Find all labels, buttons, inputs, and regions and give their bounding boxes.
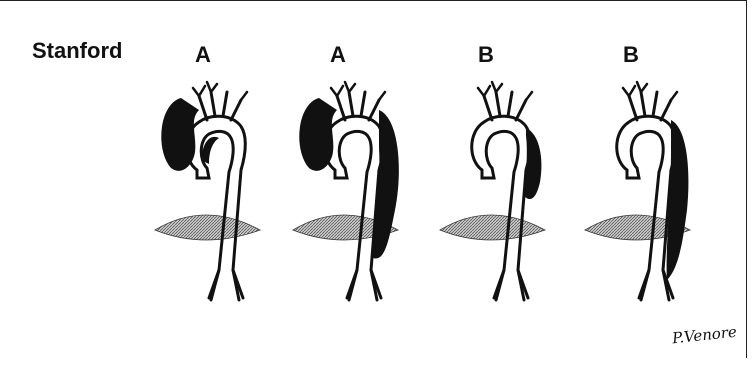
aorta-panel-1 bbox=[155, 82, 260, 300]
aorta-panel-2 bbox=[293, 82, 399, 300]
aorta-panel-3 bbox=[440, 82, 545, 300]
aorta-panel-4 bbox=[585, 82, 690, 300]
